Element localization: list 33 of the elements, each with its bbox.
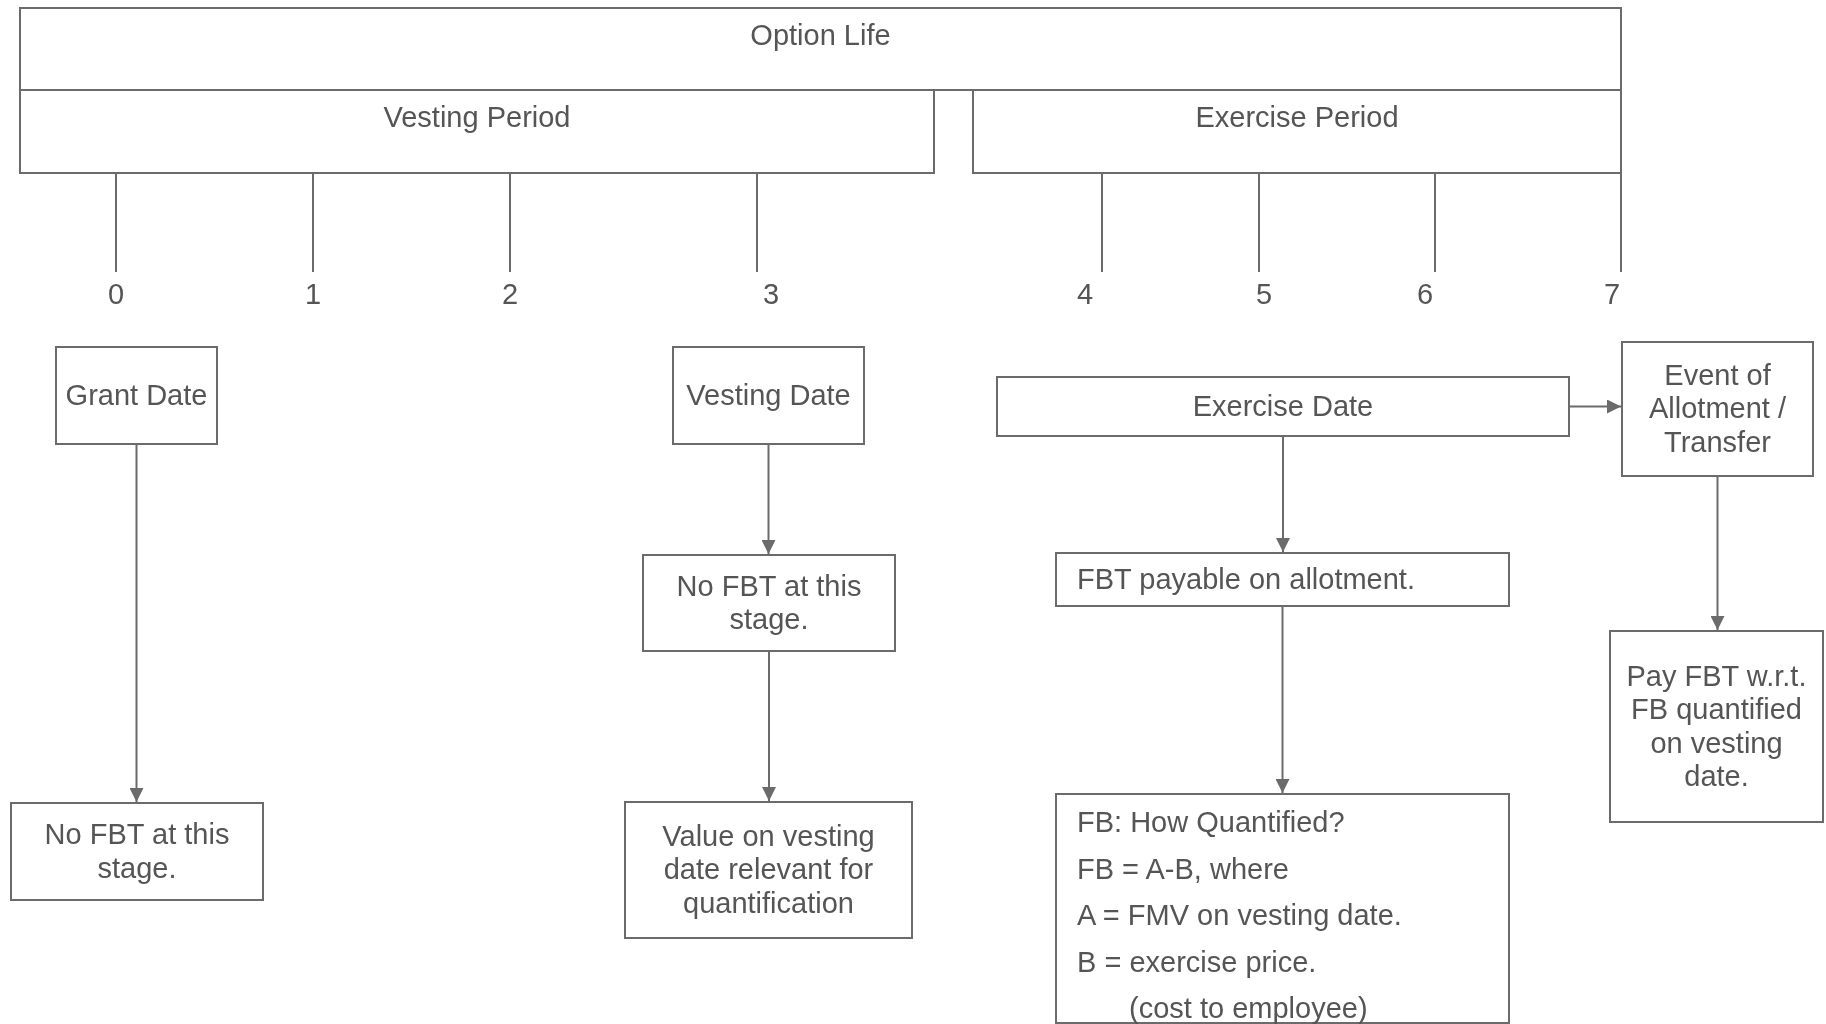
formula-line: FB = A-B, where <box>1077 851 1289 887</box>
process-box: Vesting Period <box>19 89 935 174</box>
arrow <box>1276 436 1290 553</box>
tick-label: 1 <box>304 278 322 311</box>
formula-line: (cost to employee) <box>1128 991 1368 1024</box>
tick-label: 5 <box>1255 278 1273 311</box>
tick-label: 3 <box>762 278 780 311</box>
arrow <box>761 444 776 555</box>
arrow <box>1710 476 1725 631</box>
arrow <box>762 651 776 802</box>
tick-label: 7 <box>1603 278 1621 311</box>
process-box: Pay FBT w.r.t. FB quantified on vesting date. <box>1609 630 1824 823</box>
process-box: No FBT at this stage. <box>642 554 896 652</box>
arrow <box>1569 399 1622 414</box>
tick-label: 6 <box>1416 278 1434 311</box>
process-box: Grant Date <box>55 346 218 445</box>
tick-label: 0 <box>107 278 125 311</box>
formula-line: FB: How Quantified? <box>1077 805 1345 840</box>
tick-label: 4 <box>1076 278 1094 311</box>
formula-line: A = FMV on vesting date. <box>1077 898 1402 933</box>
arrow <box>1275 606 1290 794</box>
formula-line: B = exercise price. <box>1077 944 1317 980</box>
process-box: Exercise Period <box>972 89 1622 174</box>
tick-label: 2 <box>501 278 519 311</box>
process-box: Vesting Date <box>672 346 865 445</box>
process-box: Option Life <box>19 7 1622 91</box>
process-box <box>1055 793 1510 1024</box>
process-box: Exercise Date <box>996 376 1570 437</box>
arrow <box>129 444 144 803</box>
process-box: FBT payable on allotment. <box>1055 552 1510 607</box>
process-box: Event of Allotment / Transfer <box>1621 341 1814 477</box>
process-box: No FBT at this stage. <box>10 802 264 901</box>
process-box: Value on vesting date relevant for quantification <box>624 801 913 939</box>
